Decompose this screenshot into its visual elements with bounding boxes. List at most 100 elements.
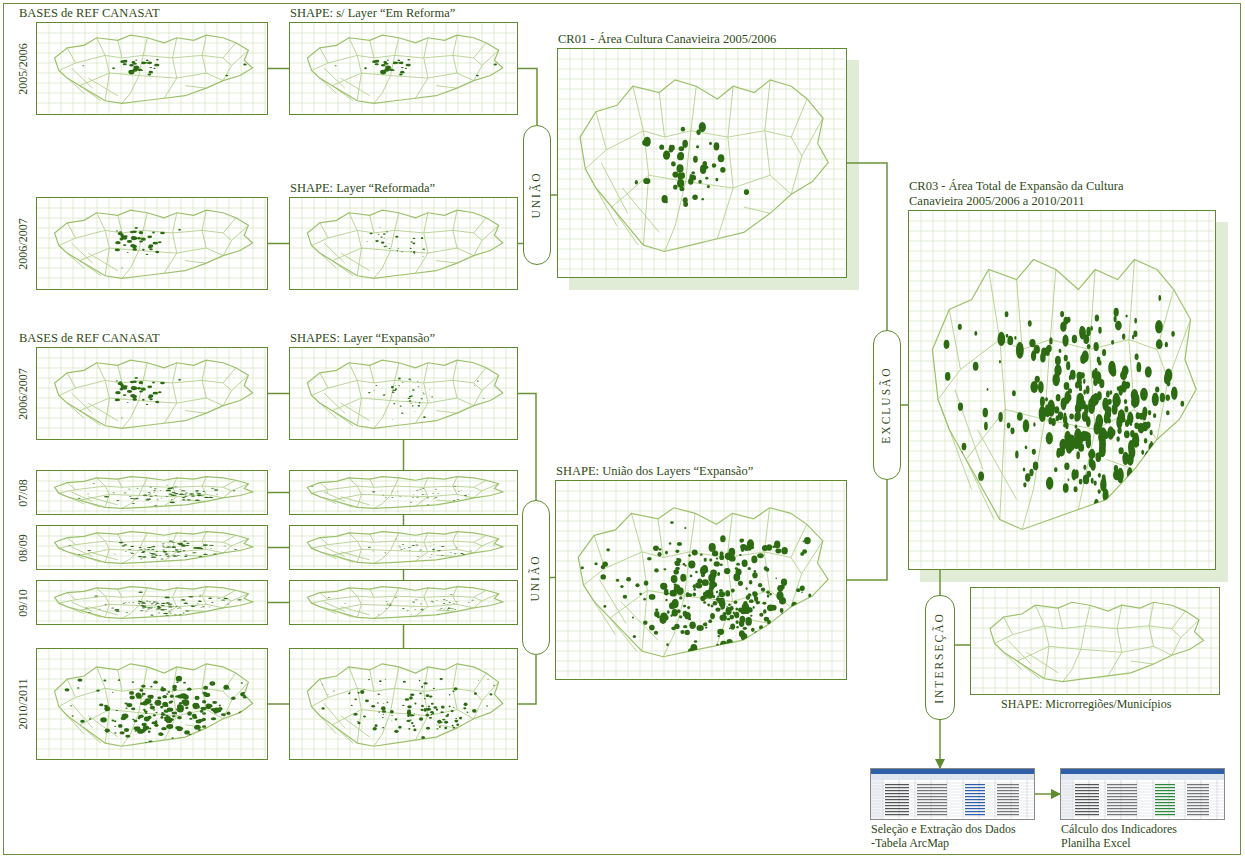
cane-area <box>115 391 120 394</box>
cane-area <box>391 715 392 716</box>
cane-area <box>408 728 410 730</box>
cane-area <box>215 708 221 712</box>
cane-area <box>470 550 472 552</box>
municipal-border <box>312 679 329 706</box>
year-label: 2006/2007 <box>16 368 30 419</box>
panel-heading: SHAPE: s/ Layer “Em Reforma” <box>290 6 455 21</box>
cane-area <box>131 61 135 63</box>
grid-line <box>350 348 351 438</box>
cane-area <box>191 606 196 607</box>
municipal-border <box>642 591 647 652</box>
municipal-border <box>391 58 428 78</box>
map-illustration <box>37 198 266 288</box>
cane-area <box>420 553 421 554</box>
cane-area <box>389 604 391 606</box>
grid-line <box>844 481 845 678</box>
cane-area <box>134 730 136 731</box>
cane-area <box>429 717 432 719</box>
cane-area <box>166 719 172 723</box>
grid-line <box>49 649 50 758</box>
cane-area <box>199 556 203 557</box>
grid-line <box>556 531 845 532</box>
municipal-border <box>139 597 177 606</box>
cane-area <box>423 416 426 418</box>
cane-area <box>410 250 412 252</box>
grid-line <box>290 729 516 730</box>
grid-line <box>133 348 134 438</box>
municipal-border <box>105 365 122 383</box>
cane-area <box>408 390 411 392</box>
cane-area <box>369 233 372 235</box>
grid-line <box>193 649 194 758</box>
cane-area <box>423 682 427 684</box>
grid-line <box>37 378 266 379</box>
grid-line <box>446 348 447 438</box>
municipal-border <box>428 541 457 552</box>
municipal-border <box>139 383 177 403</box>
cane-area <box>149 67 152 68</box>
cane-area <box>204 497 209 498</box>
grid-line <box>241 348 242 438</box>
municipal-border <box>428 380 457 403</box>
connector <box>847 480 887 580</box>
municipal-border <box>374 38 399 58</box>
cane-area <box>748 567 751 570</box>
cane-area <box>382 710 386 713</box>
cane-area <box>167 708 174 712</box>
cane-area <box>427 497 429 498</box>
grid-line <box>434 471 435 513</box>
cane-area <box>160 716 163 719</box>
municipal-border <box>374 401 391 429</box>
cane-area <box>390 710 394 714</box>
cane-area <box>129 495 132 497</box>
cane-area <box>161 727 167 730</box>
cane-area <box>114 726 116 727</box>
grid-line <box>241 649 242 758</box>
cane-area <box>147 607 152 608</box>
grid-line <box>338 581 339 623</box>
grid-line <box>558 239 845 240</box>
municipal-border <box>685 557 733 601</box>
cane-area <box>440 608 442 610</box>
cane-area <box>426 694 430 697</box>
cane-area <box>121 417 122 419</box>
cane-area <box>444 721 448 724</box>
map-grid <box>290 348 516 438</box>
cane-area <box>380 541 381 542</box>
map-illustration <box>37 471 266 513</box>
cane-area <box>114 720 116 722</box>
grid-line <box>494 23 495 113</box>
cane-area <box>158 617 161 619</box>
grid-line <box>121 649 122 758</box>
municipal-border <box>206 248 223 256</box>
municipal-border <box>122 496 139 509</box>
cane-area <box>428 399 431 401</box>
municipal-border <box>164 607 177 616</box>
cane-area <box>129 64 134 67</box>
cane-area <box>171 499 173 501</box>
municipal-border <box>109 55 143 75</box>
grid-line <box>714 49 715 276</box>
cane-area <box>143 495 148 496</box>
cane-area <box>116 710 118 711</box>
grid-line <box>398 649 399 758</box>
cane-area <box>139 689 143 692</box>
cane-area <box>121 385 126 388</box>
state-outline <box>307 35 502 103</box>
municipal-border <box>436 411 457 414</box>
layout-line <box>403 515 405 525</box>
cane-area <box>134 377 137 379</box>
grid-line <box>556 661 845 662</box>
grid-line <box>121 471 122 513</box>
municipal-border <box>185 86 206 89</box>
municipal-border <box>105 73 109 101</box>
cane-area <box>146 254 148 255</box>
cane-area <box>418 405 420 407</box>
cane-area <box>688 554 691 557</box>
municipal-border <box>357 215 374 233</box>
grid-line <box>326 581 327 623</box>
cane-area <box>77 679 82 682</box>
cane-area <box>410 241 412 242</box>
cane-area <box>441 546 444 548</box>
cane-area <box>421 705 424 707</box>
